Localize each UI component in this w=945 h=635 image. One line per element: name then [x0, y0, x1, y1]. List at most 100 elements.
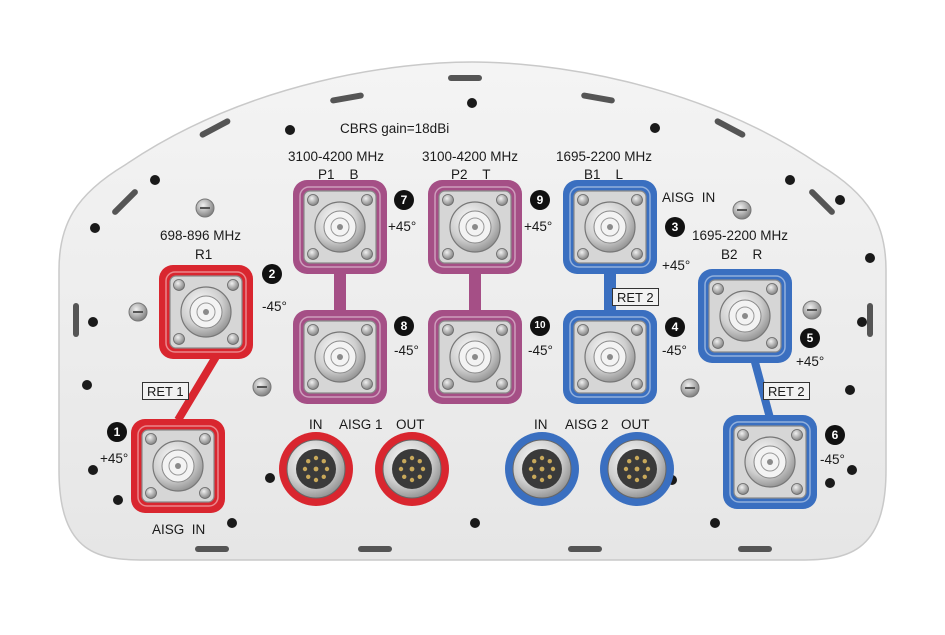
flange-screw	[173, 333, 185, 345]
inner-ring	[196, 302, 216, 322]
aisg-in-top-label: AISG IN	[662, 190, 716, 205]
aisg-pin	[634, 455, 640, 461]
screw-slot	[257, 386, 267, 388]
mounting-slot-11	[358, 546, 392, 552]
flange-screw	[496, 248, 508, 260]
band-freq-r1: 698-896 MHz	[160, 228, 242, 243]
n-connector-port-5	[708, 279, 782, 353]
flange-screw	[173, 279, 185, 291]
flange-screw	[361, 324, 373, 336]
flange-screw	[442, 248, 454, 260]
aisg-pin	[634, 466, 640, 472]
flange-screw	[737, 429, 749, 441]
port-number-2: 2	[262, 264, 282, 284]
aisg-pin	[627, 459, 632, 464]
plate-port-5-groove	[704, 275, 786, 357]
center-pin	[472, 354, 478, 360]
band-freq-p2: 3100-4200 MHz	[422, 149, 519, 164]
flange-screw	[712, 283, 724, 295]
flange-screw	[577, 248, 589, 260]
flange-screw	[307, 194, 319, 206]
port-number-5: 5	[800, 328, 820, 348]
mounting-hole-18	[470, 518, 480, 528]
port-polarization-9: +45°	[524, 219, 553, 234]
n-connector-port-10	[438, 320, 512, 394]
screw-2	[128, 302, 148, 322]
aisg-pin	[642, 459, 647, 464]
aisg-pin	[409, 466, 415, 472]
port-polarization-7: +45°	[388, 219, 417, 234]
center-pin	[472, 224, 478, 230]
mounting-slot-13	[738, 546, 772, 552]
aisg-pin	[313, 477, 319, 483]
band-ports-r1: R1	[195, 247, 213, 262]
plate-port-1-groove	[137, 425, 219, 507]
mounting-hole-16	[227, 518, 237, 528]
port-polarization-10: -45°	[528, 343, 553, 358]
port-polarization-5: +45°	[796, 354, 825, 369]
aisg-pin	[321, 459, 326, 464]
flange-screw	[631, 324, 643, 336]
aisg-pin	[547, 459, 552, 464]
flange-screw	[361, 248, 373, 260]
mounting-hole-10	[857, 317, 867, 327]
n-connector-port-9	[438, 190, 512, 264]
flange-screw	[227, 279, 239, 291]
mounting-slot-10	[195, 546, 229, 552]
mounting-hole-12	[845, 385, 855, 395]
mounting-slot-7	[809, 189, 835, 215]
aisg-pin	[321, 474, 326, 479]
screw-6	[680, 378, 700, 398]
flange-screw	[199, 487, 211, 499]
center-pin	[337, 354, 343, 360]
port-polarization-3: +45°	[662, 258, 691, 273]
mounting-hole-3	[467, 98, 477, 108]
inner-ring	[465, 347, 485, 367]
port-number-10: 10	[530, 316, 550, 336]
screw-slot	[200, 207, 210, 209]
mounting-hole-14	[847, 465, 857, 475]
band-ports-p1: P1 B	[318, 167, 359, 182]
inner-ring	[735, 306, 755, 326]
flange-screw	[442, 378, 454, 390]
aisg-pin	[634, 477, 640, 483]
ret-label-1: RET 1	[142, 382, 189, 400]
mounting-hole-21	[825, 478, 835, 488]
mounting-hole-9	[88, 317, 98, 327]
flange-screw	[307, 248, 319, 260]
port-polarization-4: -45°	[662, 343, 687, 358]
port-number-6: 6	[825, 425, 845, 445]
flange-screw	[145, 433, 157, 445]
aisg-pin	[532, 474, 537, 479]
mounting-hole-5	[785, 175, 795, 185]
band-freq-b1: 1695-2200 MHz	[556, 149, 653, 164]
band-ports-b1: B1 L	[584, 167, 624, 182]
n-connector-port-1	[141, 429, 215, 503]
aisg1-out-label: OUT	[396, 417, 425, 432]
flange-screw	[631, 248, 643, 260]
mounting-slot-8	[73, 303, 79, 337]
flange-screw	[199, 433, 211, 445]
flange-screw	[577, 324, 589, 336]
band-ports-b2: B2 R	[721, 247, 763, 262]
band-freq-p1: 3100-4200 MHz	[288, 149, 385, 164]
aisg-pin	[313, 455, 319, 461]
flange-screw	[361, 378, 373, 390]
flange-screw	[577, 194, 589, 206]
mounting-hole-8	[865, 253, 875, 263]
aisg-pin	[409, 477, 415, 483]
aisg-pin	[409, 455, 415, 461]
aisg1-out-connector	[375, 432, 449, 506]
plate-port-10-groove	[434, 316, 516, 398]
flange-screw	[577, 378, 589, 390]
ret-label-3: RET 2	[763, 382, 810, 400]
flange-screw	[496, 194, 508, 206]
aisg-pin	[627, 474, 632, 479]
mounting-slot-1	[448, 75, 482, 81]
aisg2-in-connector	[505, 432, 579, 506]
flange-screw	[145, 487, 157, 499]
screw-slot	[807, 309, 817, 311]
mounting-hole-15	[113, 495, 123, 505]
